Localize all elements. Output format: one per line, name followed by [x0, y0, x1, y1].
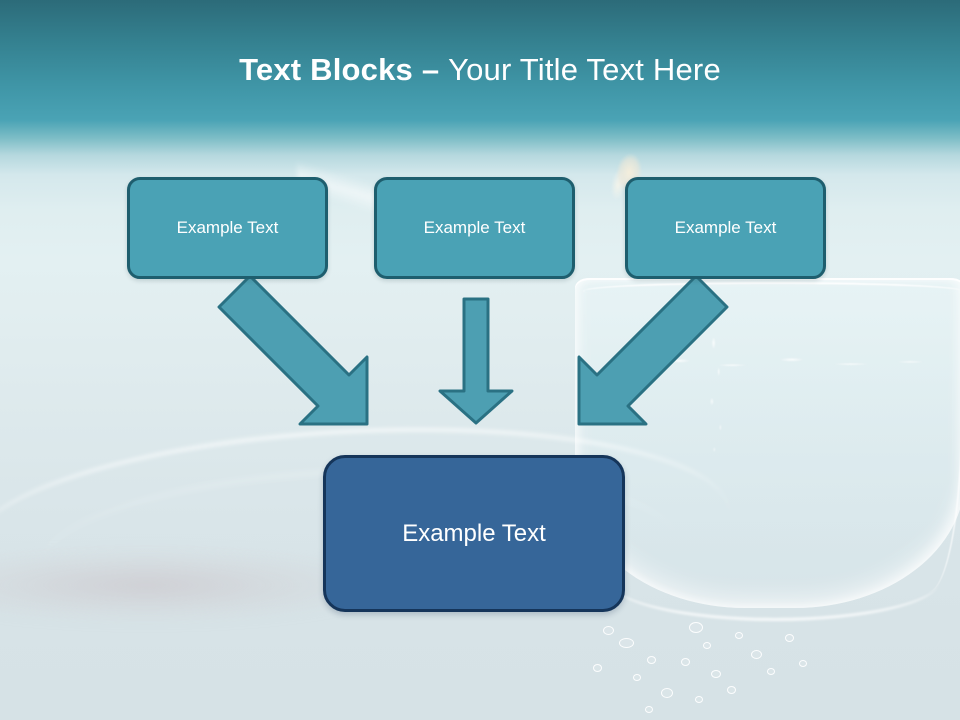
bubble: [727, 686, 736, 694]
bubble: [661, 688, 673, 698]
bubble: [633, 674, 641, 681]
fishbowl-rim: [583, 282, 960, 300]
bubbles-group: [585, 612, 835, 720]
bubble: [751, 650, 762, 659]
bubble: [735, 632, 743, 639]
title-bold-part: Text Blocks: [239, 52, 422, 87]
water-splash-droplets: [700, 330, 734, 460]
bubble: [593, 664, 602, 672]
bubble: [695, 696, 703, 703]
title-separator: –: [421, 52, 449, 87]
text-block-1-label: Example Text: [176, 218, 279, 237]
bubble: [645, 706, 653, 713]
bubble: [689, 622, 703, 633]
text-block-2-label: Example Text: [423, 218, 526, 237]
text-block-result[interactable]: Example Text: [323, 455, 625, 612]
bubble: [703, 642, 711, 649]
water-splash-line: [620, 352, 950, 374]
text-block-3-label: Example Text: [674, 218, 777, 237]
bubble: [711, 670, 721, 678]
bubble: [619, 638, 634, 648]
bubble: [767, 668, 775, 675]
text-block-result-label: Example Text: [402, 519, 546, 547]
text-block-1[interactable]: Example Text: [127, 177, 328, 279]
bubble: [681, 658, 690, 666]
title-light-part: Your Title Text Here: [448, 52, 721, 87]
bubble: [647, 656, 656, 664]
slide-title: Text Blocks – Your Title Text Here: [0, 50, 960, 90]
bubble: [603, 626, 614, 635]
text-block-2[interactable]: Example Text: [374, 177, 575, 279]
bubble: [785, 634, 794, 642]
text-block-3[interactable]: Example Text: [625, 177, 826, 279]
bubble: [799, 660, 807, 667]
fishbowl-base: [610, 540, 940, 621]
